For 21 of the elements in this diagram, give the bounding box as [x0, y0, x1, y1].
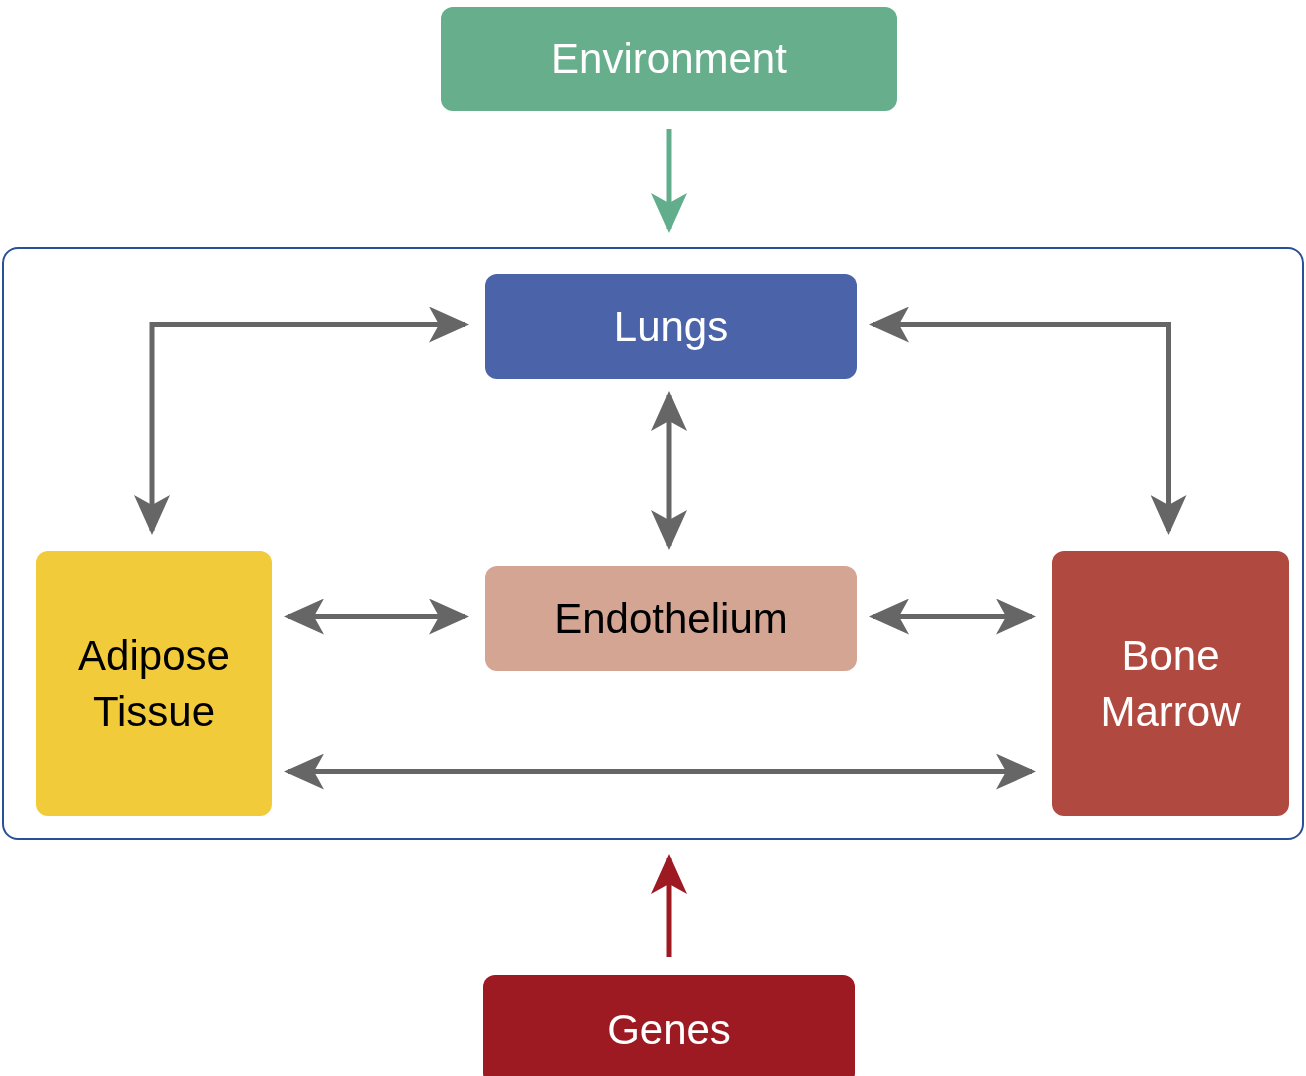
- arrow: [284, 598, 469, 635]
- process-box: [485, 274, 857, 379]
- process-box: [485, 566, 857, 671]
- process-box: [36, 551, 272, 816]
- process-box: [1052, 551, 1289, 816]
- process-box: [441, 7, 897, 111]
- process-box: [483, 975, 855, 1076]
- node-label: Adipose Tissue: [77, 630, 231, 737]
- node-label: Lungs: [612, 301, 730, 352]
- arrow: [651, 129, 687, 233]
- node-label: Genes: [606, 1005, 732, 1055]
- arrow: [869, 306, 1187, 535]
- group-frame: [2, 247, 1304, 840]
- node-label: Bone Marrow: [1099, 630, 1242, 737]
- node-label: Endothelium: [553, 593, 789, 644]
- node-label: Environment: [550, 34, 788, 84]
- arrow: [284, 753, 1036, 790]
- arrow: [134, 306, 469, 535]
- arrow: [869, 598, 1036, 635]
- arrow: [651, 391, 687, 550]
- arrow: [651, 854, 687, 957]
